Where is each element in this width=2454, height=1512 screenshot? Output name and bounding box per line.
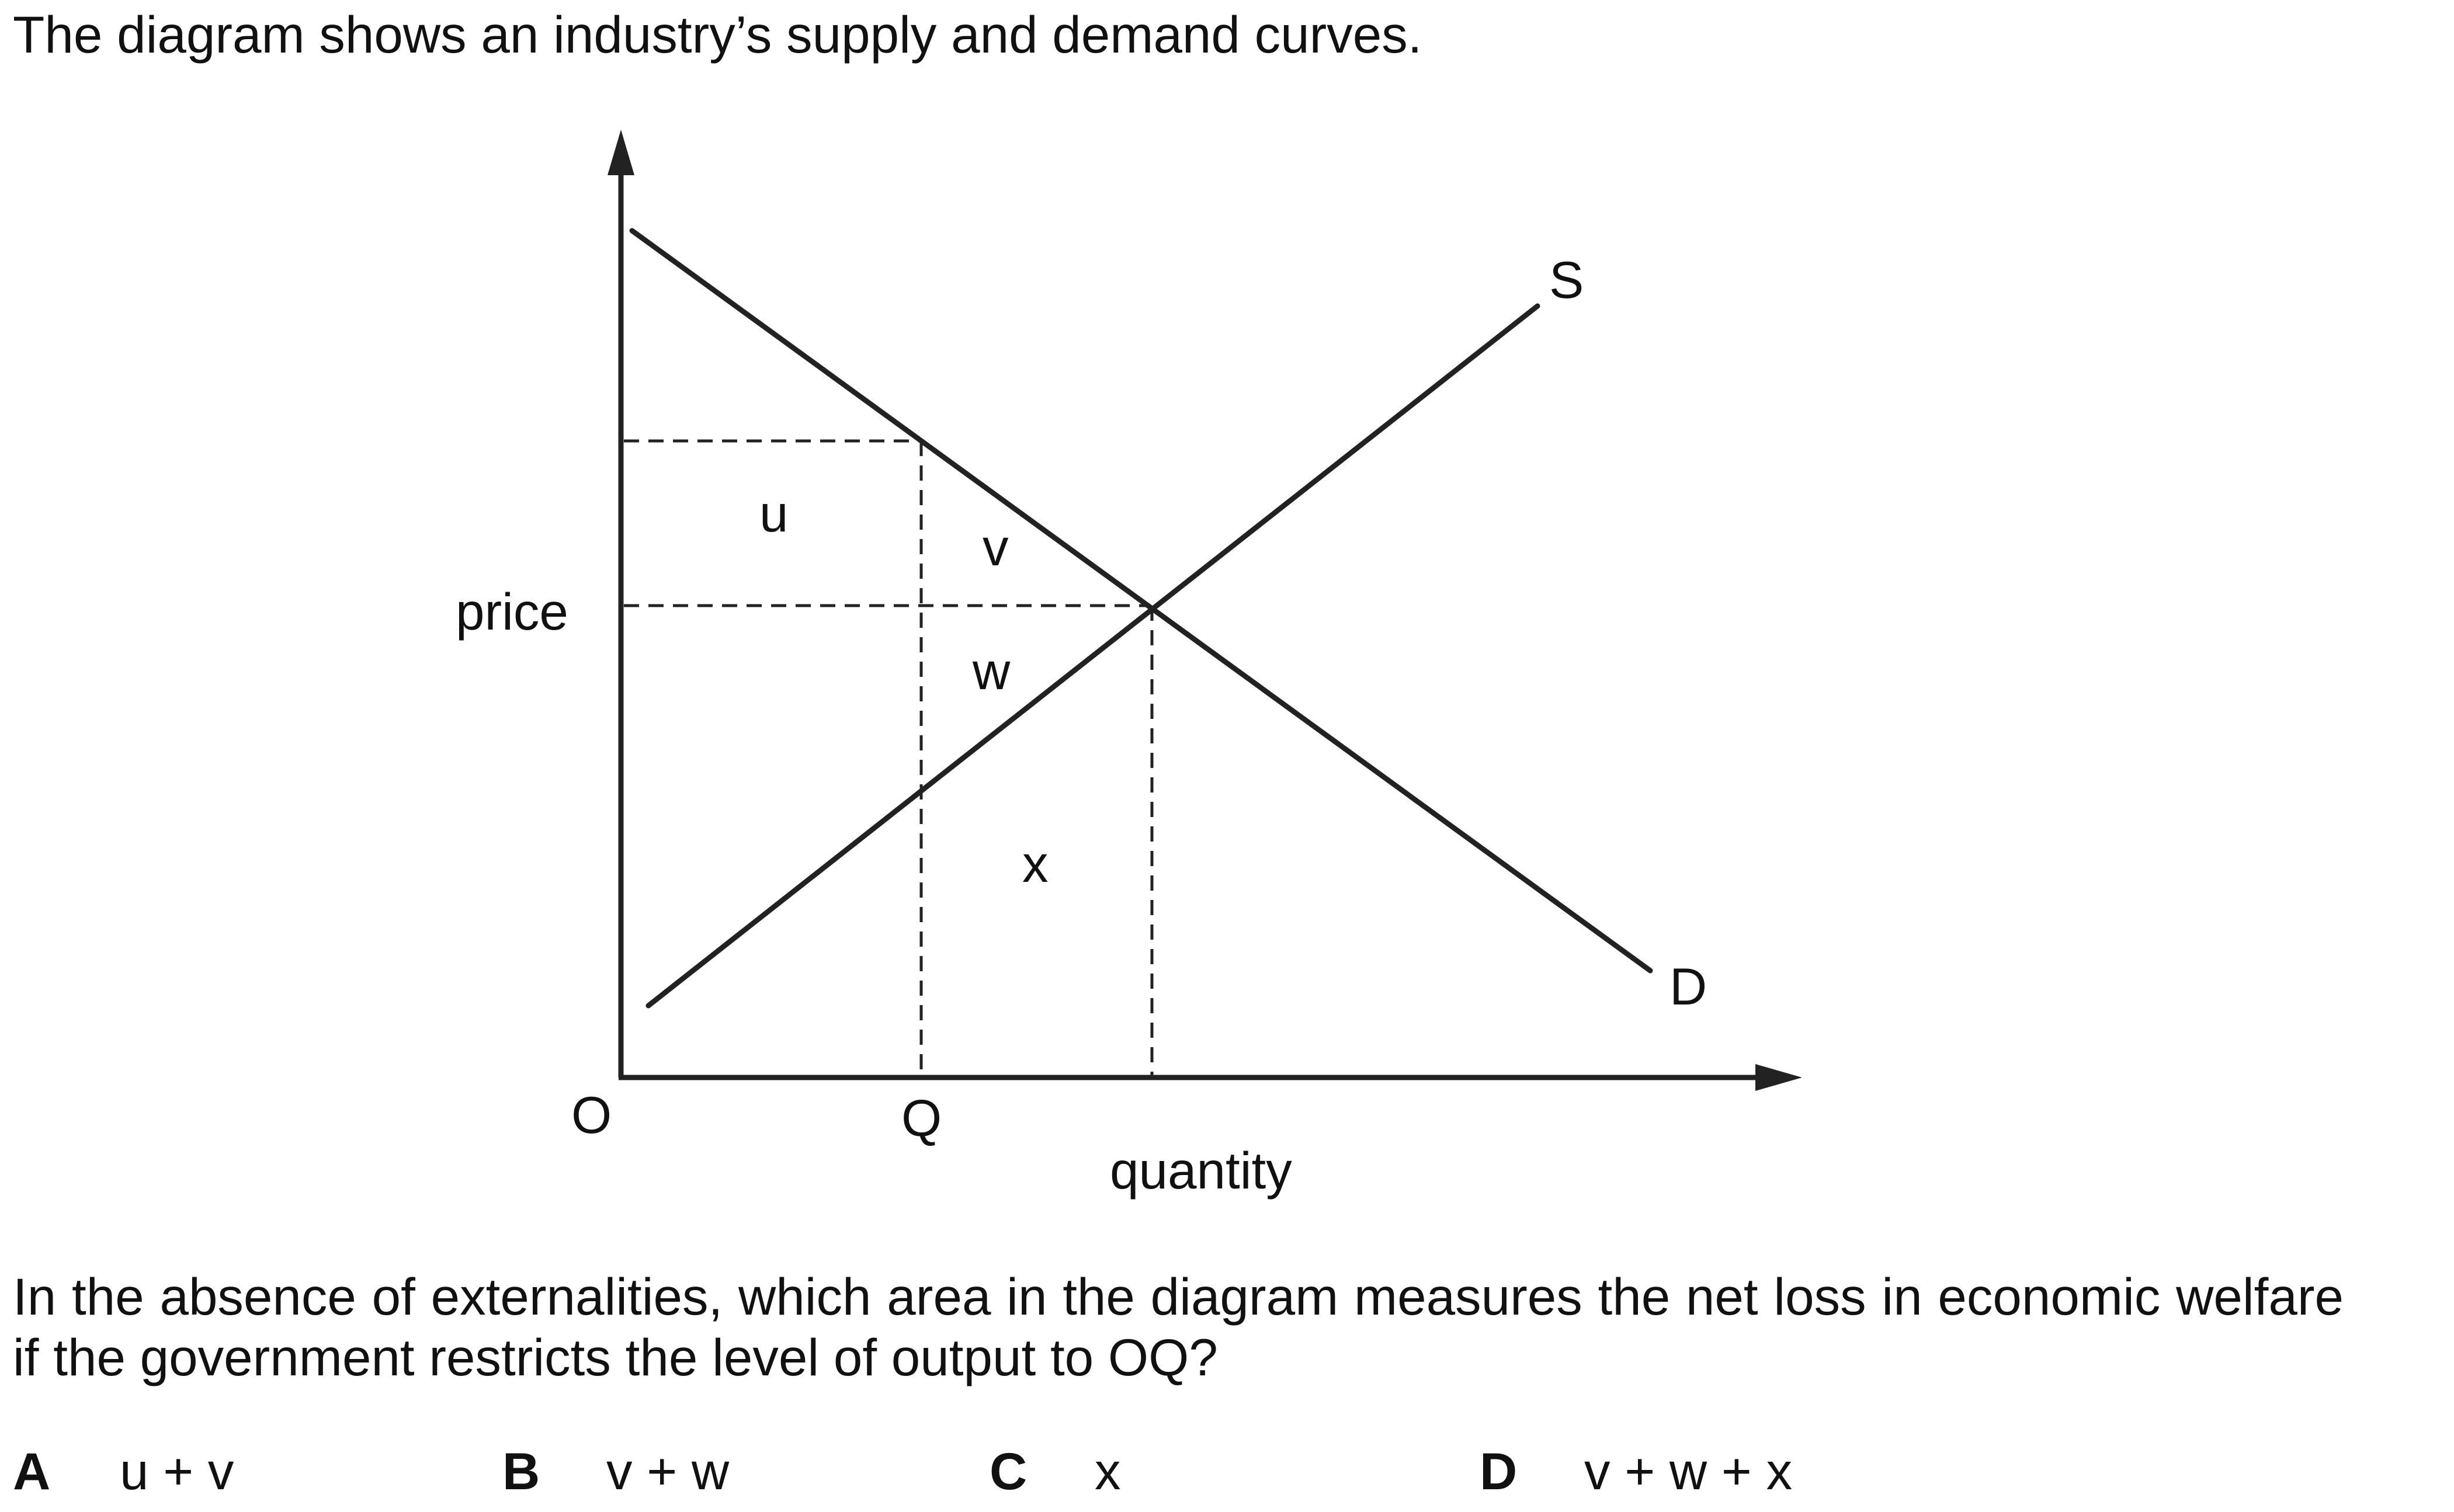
option-d-text[interactable]: v + w + x	[1584, 1442, 1793, 1500]
quantity-axis-arrow	[1755, 1064, 1802, 1091]
option-b-text[interactable]: v + w	[606, 1442, 730, 1500]
demand-curve	[629, 228, 1653, 974]
option-d-letter[interactable]: D	[1480, 1442, 1518, 1500]
area-x-label: x	[1022, 835, 1049, 893]
supply-curve	[645, 303, 1540, 1009]
intro-text: The diagram shows an industry’s supply a…	[13, 5, 1422, 64]
origin-label: O	[571, 1086, 612, 1144]
option-c-letter[interactable]: C	[990, 1442, 1028, 1500]
price-axis-arrow	[608, 130, 634, 175]
quantity-axis-label: quantity	[1110, 1141, 1292, 1200]
area-w-label: w	[972, 642, 1011, 700]
q-label: Q	[901, 1089, 942, 1147]
demand-label: D	[1669, 957, 1707, 1016]
option-b-letter[interactable]: B	[502, 1442, 540, 1500]
question-text: In the absence of externalities, which a…	[13, 1267, 2344, 1387]
area-u-label: u	[759, 484, 789, 543]
option-c-text[interactable]: x	[1095, 1442, 1121, 1500]
area-v-label: v	[983, 518, 1009, 576]
supply-label: S	[1549, 251, 1584, 309]
price-axis-label: price	[456, 582, 568, 641]
option-a-letter[interactable]: A	[13, 1442, 51, 1500]
option-a-text[interactable]: u + v	[120, 1442, 234, 1500]
